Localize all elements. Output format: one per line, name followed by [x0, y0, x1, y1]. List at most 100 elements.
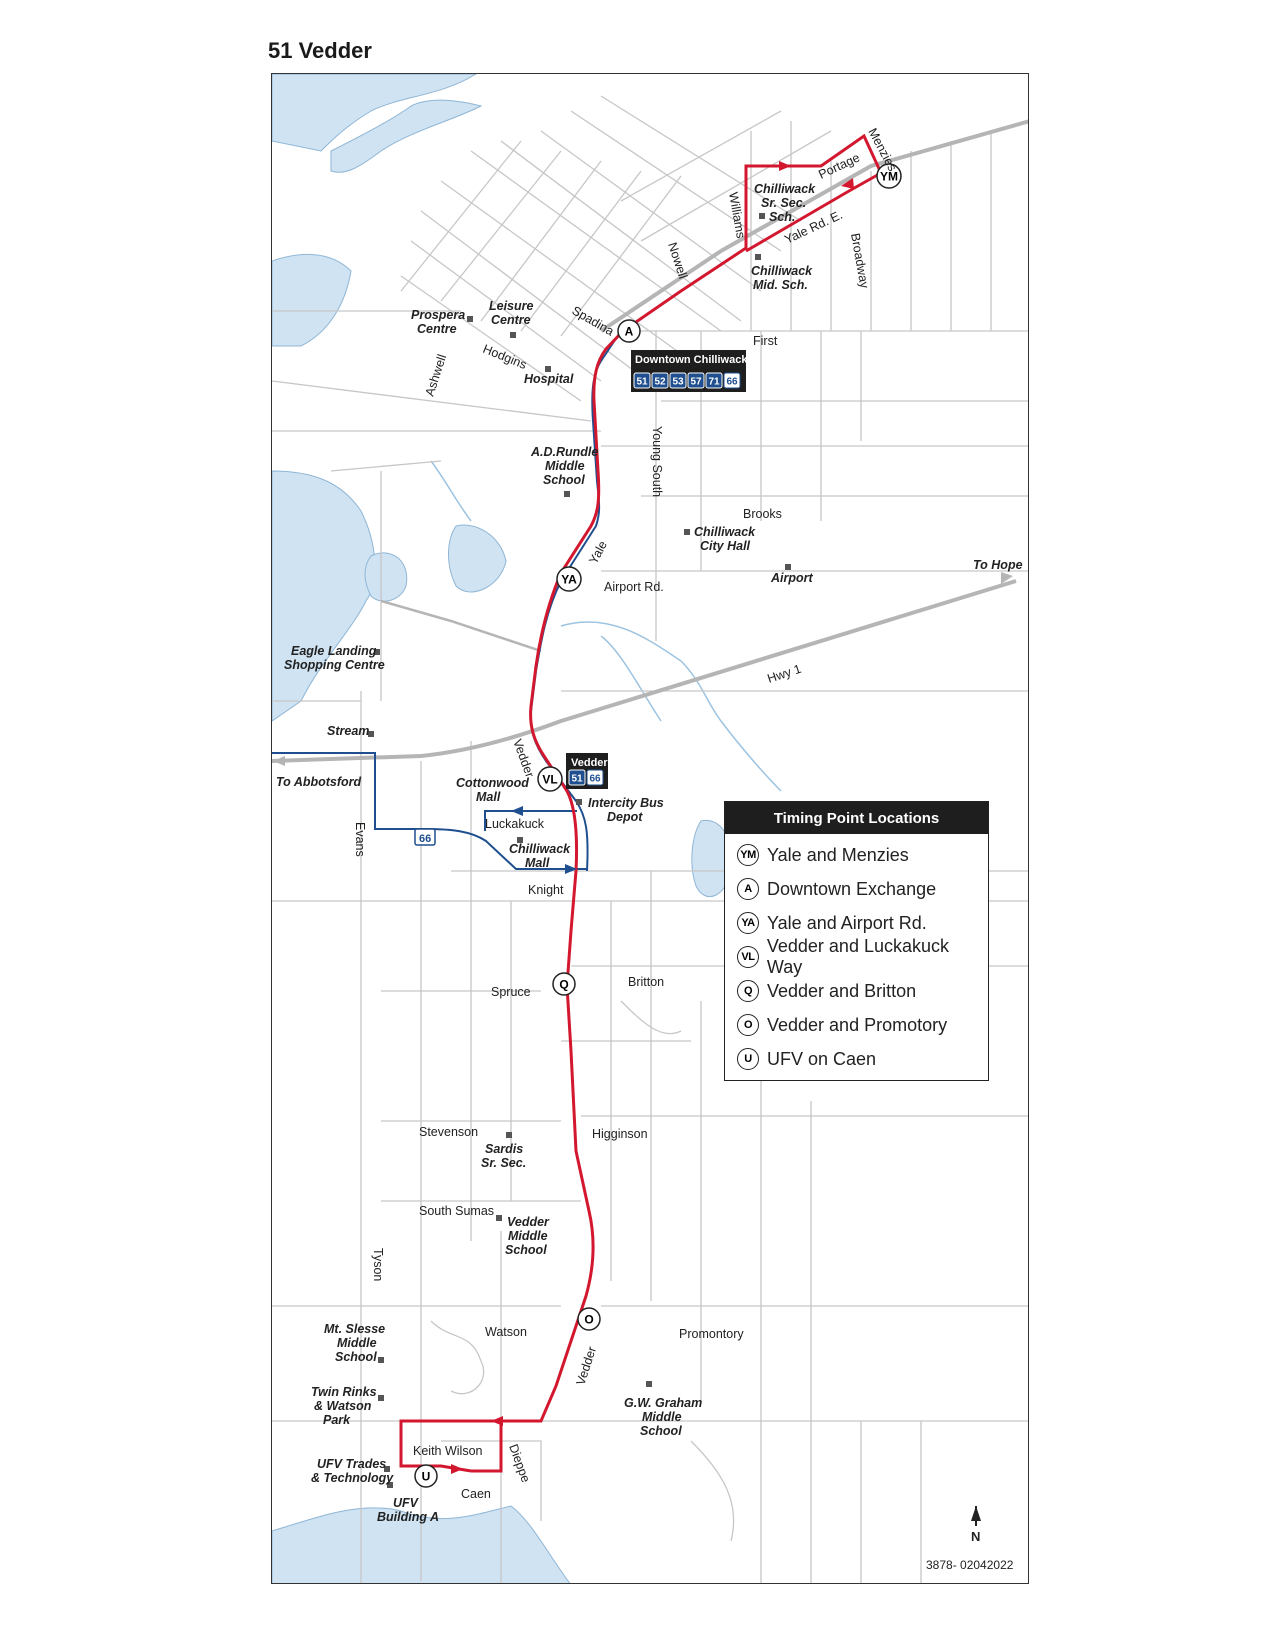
- street-britton: Britton: [628, 975, 664, 989]
- direction-to-hope: To Hope: [973, 558, 1023, 572]
- slough-west: [272, 470, 376, 722]
- landmark-chilliwack-sr-sec-3: Sch.: [769, 210, 795, 224]
- route-badge-box: [568, 769, 586, 786]
- timing-point-vl: VL: [537, 766, 563, 792]
- route-badge-51: 51: [636, 377, 648, 388]
- street-hwy-1: Hwy 1: [766, 662, 803, 686]
- landmark-leisure-2: Centre: [491, 313, 531, 327]
- svg-text:Q: Q: [559, 978, 568, 992]
- timing-point-q: Q: [552, 972, 576, 996]
- timing-point-badge: Q: [737, 980, 759, 1002]
- street-dieppe: Dieppe: [506, 1442, 533, 1484]
- route-badge-66: 66: [589, 774, 601, 785]
- timing-point-badge: A: [737, 878, 759, 900]
- landmark-twin-rinks: Twin Rinks: [311, 1385, 377, 1399]
- landmark-rundle-2: Middle: [545, 459, 585, 473]
- svg-text:U: U: [422, 1470, 431, 1484]
- street-tyson: Tyson: [371, 1248, 385, 1281]
- landmark-cottonwood: Cottonwood: [456, 776, 529, 790]
- landmark-twin-rinks-3: Park: [323, 1413, 351, 1427]
- landmark-graham-3: School: [640, 1424, 682, 1438]
- landmark-ufv-trades-2: & Technology: [311, 1471, 394, 1485]
- landmark-eagle-landing: Eagle Landing: [291, 644, 377, 658]
- street-stevenson: Stevenson: [419, 1125, 478, 1139]
- pond-west: [364, 552, 408, 602]
- vedder-exchange-title: Vedder: [571, 757, 608, 769]
- landmark-slesse-3: School: [335, 1350, 377, 1364]
- street-yale: Yale: [586, 539, 610, 567]
- landmark-rundle-3: School: [543, 473, 585, 487]
- street-luckakuck: Luckakuck: [485, 817, 545, 831]
- street-ashwell: Ashwell: [423, 353, 450, 398]
- street-knight: Knight: [528, 883, 564, 897]
- landmark-cottonwood-2: Mall: [476, 790, 501, 804]
- street-first: First: [753, 334, 778, 348]
- legend-item: U UFV on Caen: [725, 1042, 988, 1076]
- landmark-sardis-2: Sr. Sec.: [481, 1156, 526, 1170]
- street-promontory: Promontory: [679, 1327, 744, 1341]
- street-evans: Evans: [353, 822, 367, 857]
- map-code: 3878- 02042022: [926, 1558, 1014, 1572]
- timing-point-u: U: [414, 1464, 438, 1488]
- legend-item-label: Downtown Exchange: [767, 878, 937, 899]
- landmark-ufv-trades: UFV Trades: [317, 1457, 386, 1471]
- street-airport-rd: Airport Rd.: [604, 580, 664, 594]
- hwy-1: [272, 579, 1017, 763]
- street-brooks: Brooks: [743, 507, 782, 521]
- timing-point-badge: O: [737, 1014, 759, 1036]
- to-abbotsford-arrow: [273, 756, 285, 766]
- timing-point-ya: YA: [556, 566, 582, 592]
- legend-item-label: UFV on Caen: [767, 1048, 877, 1069]
- highways: [272, 119, 1028, 763]
- landmark-ufv-a: UFV: [393, 1496, 420, 1510]
- landmark-prospera-2: Centre: [417, 322, 457, 336]
- to-hope-arrow: [1001, 572, 1013, 584]
- landmark-prospera: Prospera: [411, 308, 465, 322]
- timing-point-badge: YA: [737, 912, 759, 934]
- street-grid: [272, 95, 1028, 1583]
- downtown-exchange-title: Downtown Chilliwack: [635, 354, 748, 366]
- route-66-badge: 66: [414, 828, 436, 846]
- landmark-city-hall-2: City Hall: [700, 539, 751, 553]
- svg-text:A: A: [625, 325, 634, 339]
- street-vedder-north: Vedder: [510, 737, 537, 779]
- route-66-label: 66: [419, 833, 431, 845]
- landmark-vedder-ms: Vedder: [507, 1215, 550, 1229]
- route-badge-57: 57: [690, 377, 702, 388]
- landmark-ufv-a-2: Building A: [377, 1510, 439, 1524]
- svg-text:O: O: [584, 1313, 593, 1327]
- legend-item-label: Vedder and Britton: [767, 980, 917, 1001]
- legend-heading: Timing Point Locations: [725, 802, 988, 834]
- street-spruce: Spruce: [491, 985, 531, 999]
- landmark-leisure: Leisure: [489, 299, 534, 313]
- direction-to-abbotsford: To Abbotsford: [276, 775, 362, 789]
- river-channel-north: [330, 99, 483, 173]
- timing-point-badge: U: [737, 1048, 759, 1070]
- landmark-stream: Stream: [327, 724, 369, 738]
- timing-point-a: A: [617, 319, 641, 343]
- north-label: N: [971, 1529, 980, 1544]
- slough-middle: [448, 524, 507, 593]
- route-66-arrows: [511, 806, 577, 874]
- legend-item-label: Vedder and Promotory: [767, 1014, 948, 1035]
- svg-text:VL: VL: [542, 773, 557, 787]
- river-channel-west: [272, 253, 352, 347]
- street-higginson: Higginson: [592, 1127, 648, 1141]
- north-arrow-icon: N: [971, 1506, 981, 1544]
- landmark-city-hall: Chilliwack: [694, 525, 756, 539]
- page-title: 51 Vedder: [268, 38, 372, 63]
- route-badge-box: [651, 372, 669, 389]
- landmark-chilliwack-sr-sec-2: Sr. Sec.: [761, 196, 806, 210]
- route-badge-box: [633, 372, 651, 389]
- timing-point-ym: YM: [876, 163, 902, 189]
- landmark-twin-rinks-2: & Watson: [314, 1399, 372, 1413]
- landmark-slesse-2: Middle: [337, 1336, 377, 1350]
- legend-item: Q Vedder and Britton: [725, 974, 988, 1008]
- route-direction-arrows: [451, 161, 854, 1474]
